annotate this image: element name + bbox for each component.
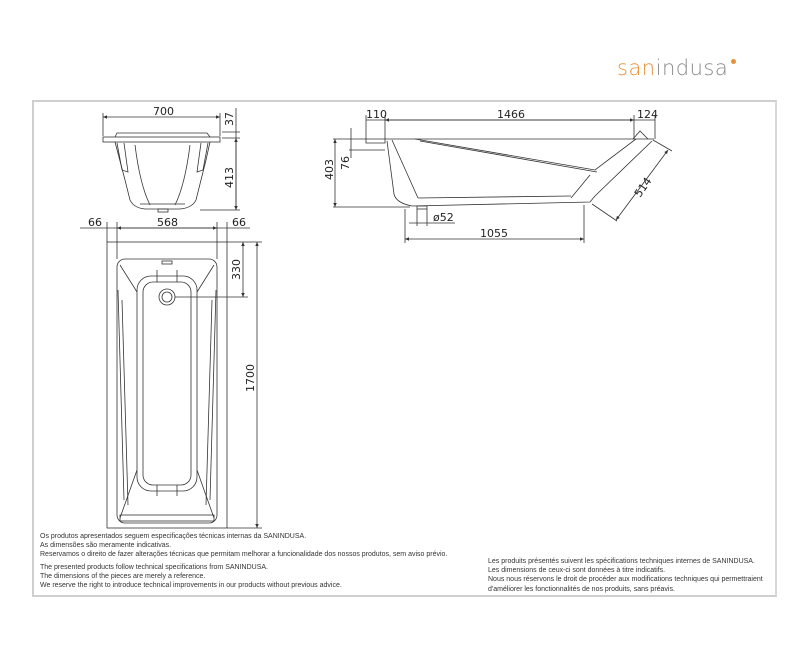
note-line: The presented products follow technical … bbox=[40, 564, 268, 571]
note-line: As dimensões são meramente indicativas. bbox=[40, 542, 172, 550]
dim-slope-length: 514 bbox=[632, 175, 655, 200]
drawing-frame bbox=[32, 100, 777, 597]
top-view bbox=[80, 222, 262, 529]
side-view bbox=[333, 115, 673, 243]
sanindusa-logo: sanindusa bbox=[617, 56, 737, 80]
notes-french: Les produits présentés suivent les spéci… bbox=[488, 557, 763, 594]
dim-side-left: 110 bbox=[366, 108, 387, 121]
dim-drain-offset: 330 bbox=[230, 259, 243, 280]
note-line: Reservamos o direito de fazer alterações… bbox=[40, 551, 448, 559]
dim-top-right-margin: 66 bbox=[232, 216, 246, 229]
dim-top-inner-width: 568 bbox=[157, 216, 178, 229]
note-line: Os produtos apresentados seguem especifi… bbox=[40, 533, 307, 540]
dim-end-width: 700 bbox=[153, 105, 174, 118]
dim-end-height: 413 bbox=[223, 167, 236, 188]
note-line: Nous nous réservons le droit de procéder… bbox=[488, 576, 763, 584]
end-view bbox=[102, 108, 240, 213]
dim-side-inner: 1466 bbox=[497, 108, 525, 121]
notes-portuguese: Os produtos apresentados seguem especifi… bbox=[40, 532, 447, 560]
dim-length: 1700 bbox=[244, 364, 257, 392]
logo-part-indusa: indusa bbox=[655, 56, 729, 80]
logo-dot-icon bbox=[731, 59, 737, 64]
note-line: The dimensions of the pieces are merely … bbox=[40, 573, 206, 581]
dim-top-left-margin: 66 bbox=[88, 216, 102, 229]
dim-base-length: 1055 bbox=[480, 227, 508, 240]
note-line: Les produits présentés suivent les spéci… bbox=[488, 558, 755, 565]
dim-side-right: 124 bbox=[637, 108, 658, 121]
dim-side-height: 403 bbox=[323, 159, 336, 180]
notes-english: The presented products follow technical … bbox=[40, 563, 342, 591]
dim-drain-diameter: ø52 bbox=[433, 211, 454, 224]
dim-side-rim: 76 bbox=[339, 156, 352, 170]
dim-end-rim: 37 bbox=[223, 112, 236, 126]
note-line: d'améliorer les fonctionnalités de nos p… bbox=[488, 585, 675, 593]
note-line: Les dimensions de ceux-ci sont données à… bbox=[488, 567, 666, 575]
logo-part-san: san bbox=[617, 56, 656, 80]
note-line: We reserve the right to introduce techni… bbox=[40, 582, 342, 590]
